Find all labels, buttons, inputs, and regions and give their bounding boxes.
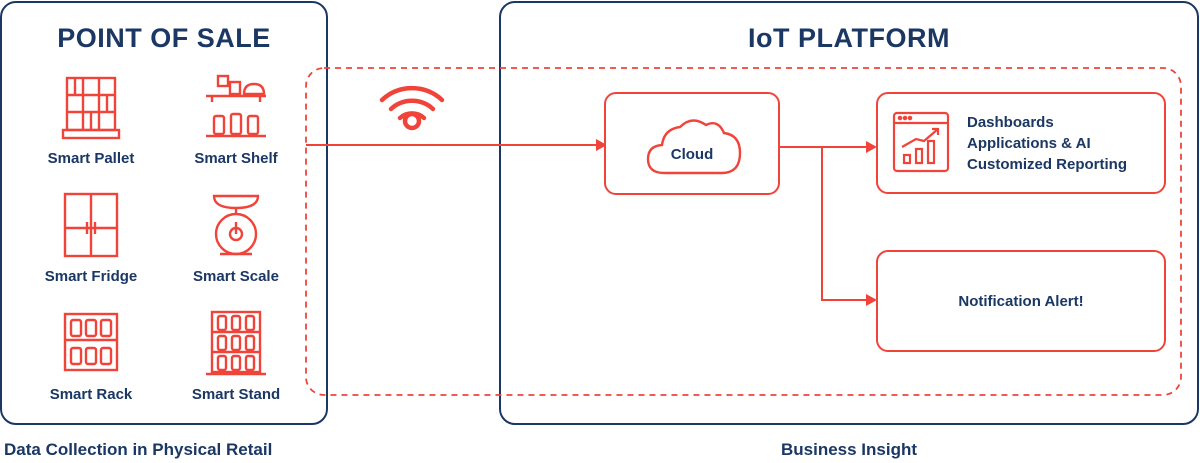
device-smart-pallet: Smart Pallet	[26, 74, 156, 167]
chart-window-icon	[892, 111, 950, 173]
fridge-icon	[63, 192, 119, 258]
pallet-icon	[61, 76, 121, 140]
cloud-icon	[646, 119, 742, 175]
iot-caption: Business Insight	[780, 440, 918, 459]
device-label: Smart Stand	[191, 386, 281, 403]
notification-box: Notification Alert!	[876, 250, 1166, 352]
device-label: Smart Rack	[49, 386, 133, 403]
wifi-icon	[379, 85, 445, 131]
scale-icon	[212, 194, 260, 256]
device-label: Smart Shelf	[194, 150, 278, 167]
device-smart-fridge: Smart Fridge	[26, 192, 156, 285]
point-of-sale-title: POINT OF SALE	[57, 23, 271, 53]
device-smart-rack: Smart Rack	[26, 310, 156, 403]
pos-caption: Data Collection in Physical Retail	[4, 440, 273, 459]
notification-label: Notification Alert!	[958, 293, 1084, 310]
rack-icon	[63, 312, 119, 372]
iot-platform-panel: IoT PLATFORM	[499, 1, 1199, 425]
cloud-box: Cloud	[604, 92, 780, 195]
shelf-icon	[206, 74, 266, 138]
insights-line-applications: Applications & AI	[967, 135, 1091, 152]
iot-platform-title: IoT PLATFORM	[748, 23, 950, 53]
insights-line-dashboards: Dashboards	[967, 114, 1054, 131]
insights-box: Dashboards Applications & AI Customized …	[876, 92, 1166, 194]
device-label: Smart Scale	[193, 268, 279, 285]
cloud-label: Cloud	[670, 146, 714, 163]
device-label: Smart Pallet	[47, 150, 135, 167]
device-smart-shelf: Smart Shelf	[171, 74, 301, 167]
device-smart-stand: Smart Stand	[171, 310, 301, 403]
device-smart-scale: Smart Scale	[171, 192, 301, 285]
stand-icon	[206, 310, 266, 376]
insights-line-reporting: Customized Reporting	[967, 156, 1127, 173]
device-label: Smart Fridge	[44, 268, 138, 285]
